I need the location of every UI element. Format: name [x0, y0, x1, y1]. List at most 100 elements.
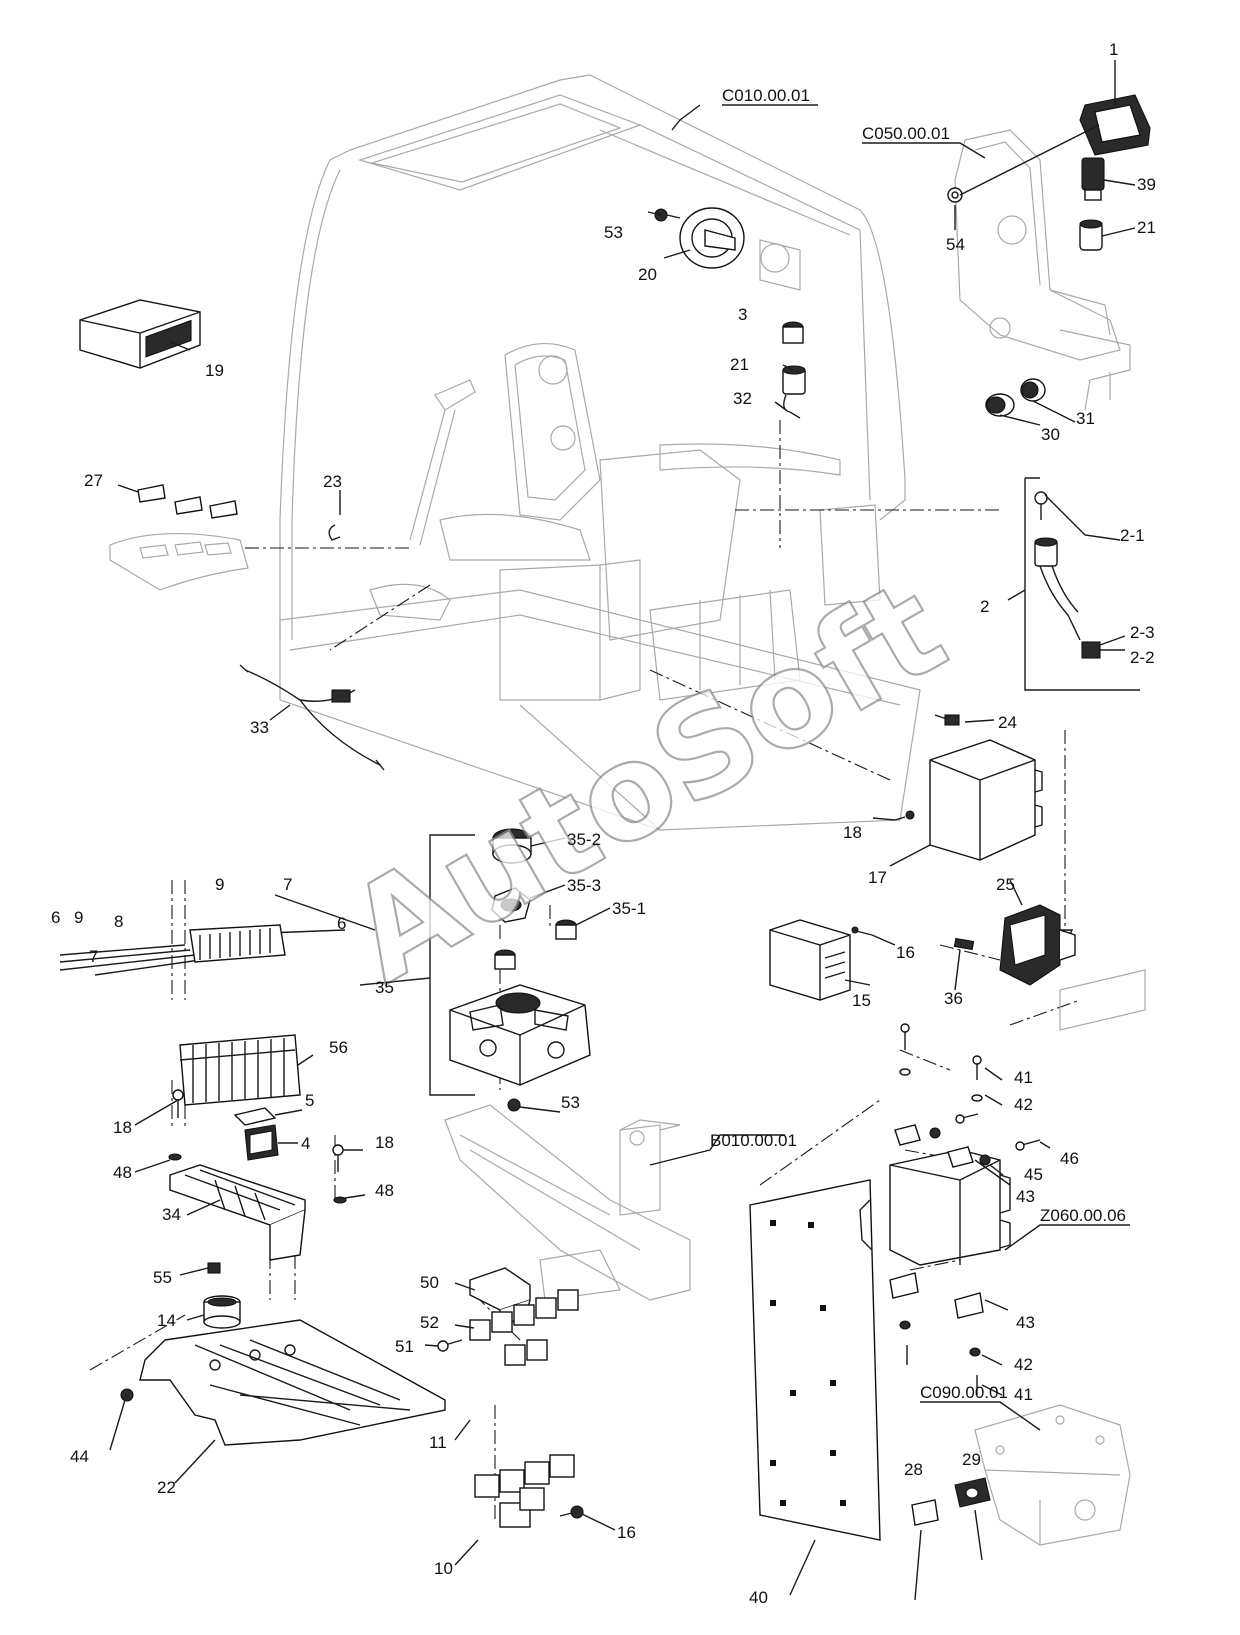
cab-frame [279, 74, 921, 831]
callout-11: 11 [429, 1433, 447, 1452]
callout-18-right: 18 [375, 1133, 394, 1152]
bracket-36 [1059, 969, 1146, 1031]
box-15 [769, 919, 851, 1001]
box-c090 [974, 1404, 1131, 1546]
callout-14: 14 [157, 1311, 176, 1330]
relays-11 [469, 1289, 579, 1366]
ref-controller: Z060.00.06 [1040, 1206, 1126, 1225]
callout-7-top: 7 [283, 875, 292, 894]
callout-24: 24 [998, 713, 1017, 732]
module-25 [999, 904, 1076, 986]
fuse-strip-upper [189, 924, 286, 963]
callout-34: 34 [162, 1205, 181, 1224]
callout-53-lower: 53 [561, 1093, 580, 1112]
callout-46: 46 [1060, 1149, 1079, 1168]
callout-4: 4 [301, 1134, 310, 1153]
callout-9-top: 9 [215, 875, 224, 894]
bracket-34 [169, 1164, 306, 1261]
ref-box: C090.00.01 [920, 1383, 1008, 1402]
callout-53-upper: 53 [604, 223, 623, 242]
callout-54: 54 [946, 235, 965, 254]
screw-55 [207, 1262, 221, 1274]
callout-48-left: 48 [113, 1163, 132, 1182]
relay-block-56 [179, 1034, 301, 1106]
callout-2-2: 2-2 [1130, 648, 1155, 667]
flange-20 [679, 207, 745, 269]
washer-48-left [168, 1153, 182, 1161]
left-panel [109, 532, 249, 591]
display-monitor [1079, 94, 1151, 156]
callout-27: 27 [84, 471, 103, 490]
operator-seat [369, 342, 881, 701]
hardware-upper [899, 1023, 1041, 1166]
leader-lines [109, 60, 1136, 1601]
screw-16-relay [559, 1505, 584, 1519]
harness-33 [239, 664, 385, 771]
callout-3: 3 [738, 305, 747, 324]
hardware-lower [899, 1320, 981, 1395]
plate-40 [749, 1179, 881, 1541]
callout-41-upper: 41 [1014, 1068, 1033, 1087]
socket-21-cab [782, 365, 806, 395]
callout-25: 25 [996, 875, 1015, 894]
callouts: 1 39 21 54 53 20 3 21 32 31 30 19 27 23 … [51, 40, 1156, 1607]
callout-20: 20 [638, 265, 657, 284]
tray-22 [139, 1319, 446, 1446]
callout-39: 39 [1137, 175, 1156, 194]
callout-18-left: 18 [113, 1118, 132, 1137]
callout-30: 30 [1041, 425, 1060, 444]
ref-frame: B010.00.01 [710, 1131, 797, 1150]
washer-48-right [333, 1196, 347, 1204]
knob-35-1 [494, 919, 577, 970]
callout-50: 50 [420, 1273, 439, 1292]
callout-43-lower: 43 [1016, 1313, 1035, 1332]
screw-18-ecu [894, 810, 915, 821]
ref-cab: C010.00.01 [722, 86, 810, 105]
callout-48-right: 48 [375, 1181, 394, 1200]
callout-7-left: 7 [89, 947, 98, 966]
screw-18-right [332, 1144, 344, 1172]
switch-4 [244, 1124, 279, 1161]
callout-1: 1 [1109, 40, 1118, 59]
bracket-43-upper [894, 1124, 974, 1168]
callout-22: 22 [157, 1478, 176, 1497]
screw-44 [120, 1388, 134, 1402]
callout-9-left: 9 [74, 908, 83, 927]
callout-45: 45 [1024, 1165, 1043, 1184]
switch-caps-27 [137, 484, 238, 519]
callout-51: 51 [395, 1337, 414, 1356]
callout-29: 29 [962, 1450, 981, 1469]
callout-15: 15 [852, 991, 871, 1010]
relays-10 [474, 1454, 575, 1528]
callout-33: 33 [250, 718, 269, 737]
callout-36: 36 [944, 989, 963, 1008]
callout-35-1: 35-1 [612, 899, 646, 918]
callout-41-lower: 41 [1014, 1385, 1033, 1404]
callout-2-3: 2-3 [1130, 623, 1155, 642]
callout-6-right: 6 [337, 914, 346, 933]
alignment-lines [89, 420, 1081, 1520]
controller-35 [449, 984, 591, 1086]
connector-detail-2 [1024, 477, 1140, 691]
callout-35: 35 [375, 978, 394, 997]
callout-40: 40 [749, 1588, 768, 1607]
callout-52: 52 [420, 1313, 439, 1332]
knob-35-3 [491, 887, 531, 923]
cap-5 [233, 1107, 277, 1126]
callout-5: 5 [305, 1091, 314, 1110]
radio-19 [79, 299, 201, 369]
buzzer-14 [203, 1295, 241, 1329]
callout-35-2: 35-2 [567, 830, 601, 849]
screw-53-lower [507, 1098, 521, 1112]
switch-39 [1081, 157, 1105, 201]
screw-36 [953, 937, 975, 951]
watermark: AutoSoft [324, 551, 969, 1012]
wire-32 [783, 394, 801, 419]
ref-console: C050.00.01 [862, 124, 950, 143]
clip-23 [328, 524, 341, 541]
knob-30 [985, 393, 1015, 417]
knob-31 [1020, 378, 1046, 402]
callout-55: 55 [153, 1268, 172, 1287]
